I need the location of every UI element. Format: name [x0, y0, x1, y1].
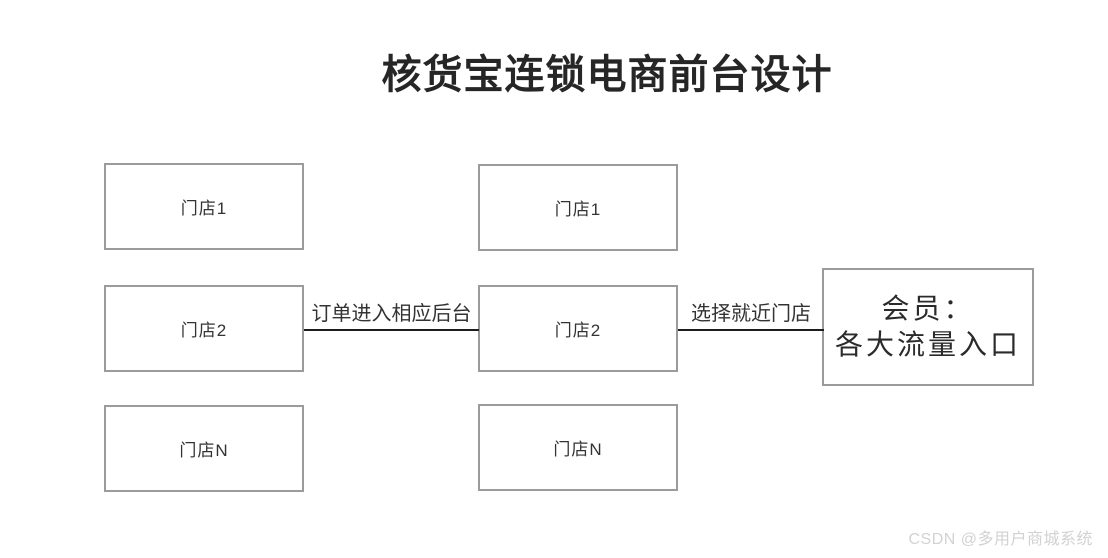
store-box-left-2: 门店2	[104, 285, 304, 372]
connector-label-left-to-middle: 订单进入相应后台	[311, 303, 472, 325]
store-box-middle-2: 门店2	[478, 285, 678, 372]
member-box-line2: 各大流量入口	[834, 329, 1021, 360]
store-box-left-1: 门店1	[104, 163, 304, 250]
store-box-left-2-label: 门店2	[180, 321, 228, 340]
member-box: 会员： 各大流量入口	[822, 268, 1034, 386]
diagram-title: 核货宝连锁电商前台设计	[381, 53, 833, 97]
store-box-middle-2-label: 门店2	[554, 321, 602, 340]
store-box-middle-n: 门店N	[478, 404, 678, 491]
connector-line-middle-to-member	[678, 329, 824, 331]
store-box-middle-1: 门店1	[478, 164, 678, 251]
connector-line-left-to-middle	[304, 329, 479, 331]
store-box-middle-n-label: 门店N	[553, 440, 603, 459]
store-box-left-n: 门店N	[104, 405, 304, 492]
store-box-middle-1-label: 门店1	[554, 200, 602, 219]
connector-label-middle-to-member: 选择就近门店	[691, 303, 811, 325]
member-box-line1: 会员：	[881, 293, 975, 324]
store-box-left-n-label: 门店N	[179, 441, 229, 460]
watermark: CSDN @多用户商城系统	[908, 531, 1093, 548]
store-box-left-1-label: 门店1	[180, 199, 228, 218]
